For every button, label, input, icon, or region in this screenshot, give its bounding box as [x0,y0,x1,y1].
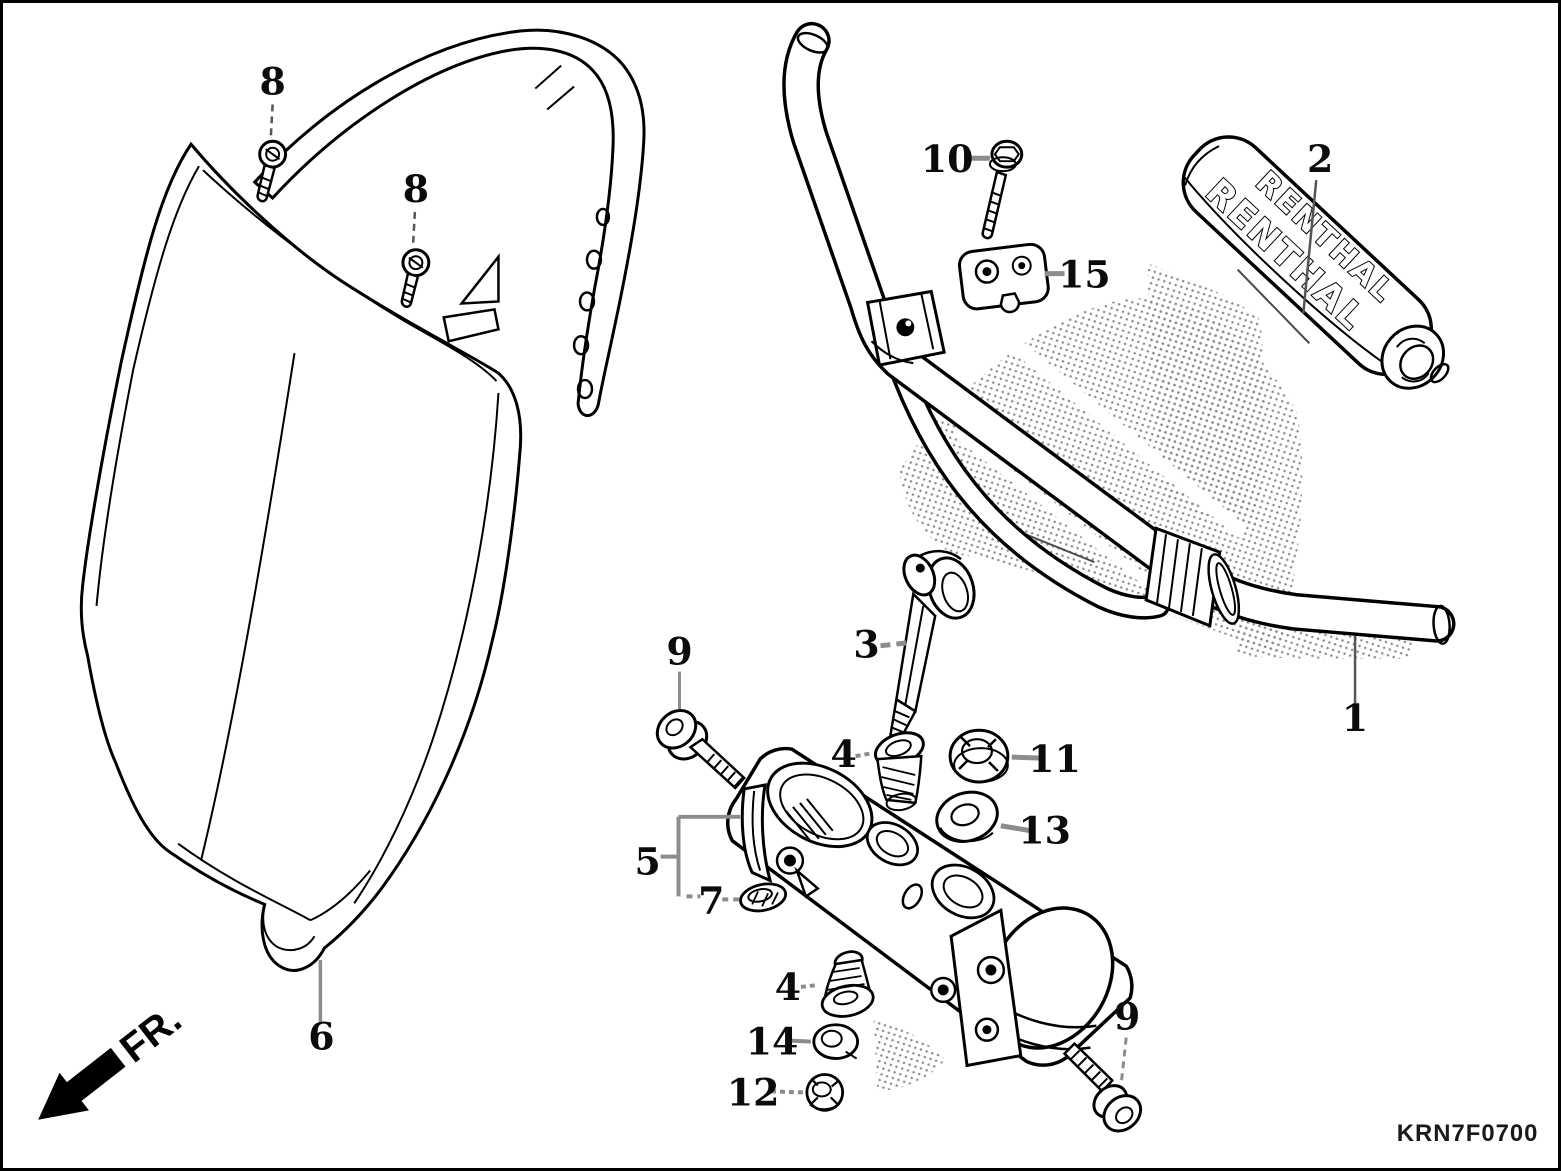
lower-nut-drawing [805,1073,845,1112]
arrow-head-icon [38,1072,89,1120]
callout-10-holder-bolt: 10 [921,137,974,181]
callout-5-top-bridge: 5 [635,840,661,884]
holder-bolt-drawing [981,139,1024,240]
lower-washer-drawing [812,1023,859,1060]
callout-8-plate-screw-right: 8 [403,167,429,211]
handlebar-drawing [782,21,1456,645]
clip-drawing [739,882,788,913]
stem-washer-drawing [935,790,999,843]
bracket-line-5 [660,814,741,897]
stem-bolt-lower-drawing [1062,1041,1143,1133]
exploded-parts-drawing: RENTHAL RENTHAL [38,21,1539,1147]
callout-4-rubber-upper: 4 [831,732,857,776]
stem-bolt-upper-drawing [655,708,746,790]
callout-15-holder-upper: 15 [1058,253,1111,297]
callout-14-washer-lower: 14 [746,1020,799,1064]
callout-1-handlebar: 1 [1342,696,1368,740]
front-direction-arrow: FR. [38,997,190,1120]
number-plate-drawing [79,28,646,972]
callout-12-nut-lower: 12 [727,1070,780,1114]
stem-nut-drawing [948,728,1010,784]
callout-2-bar-pad: 2 [1307,137,1333,181]
callout-8-plate-screw-left: 8 [259,60,285,104]
plate-screw-right-drawing [400,248,431,308]
leader-lines [269,104,1357,1095]
plate-screw-left-drawing [256,139,288,203]
front-marker-label: FR. [112,997,190,1071]
callout-9-bolt-upper: 9 [666,630,692,674]
callout-11-nut: 11 [1028,737,1081,781]
callout-labels: 8 8 10 15 2 1 3 9 4 11 13 5 7 4 14 12 9 … [259,60,1368,1115]
callout-7-clip: 7 [698,878,724,922]
holder-lower-drawing [889,549,976,744]
drawing-code: KRN7F0700 [1397,1120,1539,1147]
mount-rubber-upper-drawing [873,731,925,812]
callout-13-washer: 13 [1018,809,1071,853]
callout-6-number-plate: 6 [308,1015,334,1059]
holder-upper-drawing [957,242,1050,314]
mount-rubber-lower-drawing [820,950,875,1018]
callout-4-rubber-lower: 4 [775,965,801,1009]
top-bridge-drawing [726,746,1134,1068]
callout-9-bolt-lower: 9 [1114,995,1140,1039]
callout-3-holder-lower: 3 [853,623,879,667]
